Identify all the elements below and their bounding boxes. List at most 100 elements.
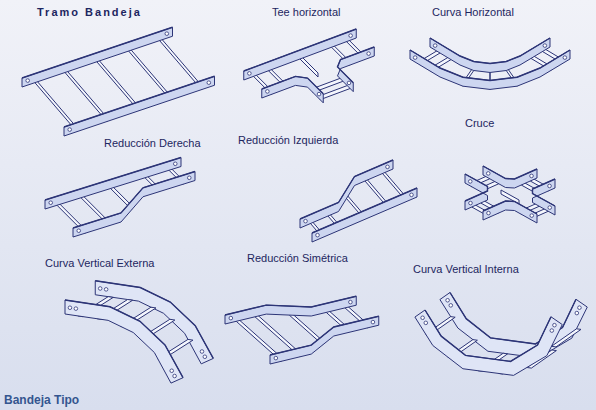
bolt-hole: [548, 184, 552, 188]
side-plate: [440, 293, 587, 358]
part-label: Tramo Bandeja: [37, 6, 142, 19]
bolt-hole: [367, 52, 371, 56]
cable-tray: [410, 38, 570, 89]
bolt-hole: [173, 162, 177, 166]
tray-rail: [465, 174, 488, 210]
bolt-hole: [68, 128, 72, 132]
rail-edge: [430, 38, 550, 63]
rail-edge: [483, 201, 537, 214]
bolt-hole: [26, 79, 30, 83]
bolt-hole: [68, 306, 72, 310]
bolt-hole: [349, 34, 353, 38]
bolt-hole: [424, 321, 428, 325]
bolt-hole: [469, 201, 473, 205]
bolt-hole: [468, 180, 472, 184]
bolt-hole: [347, 81, 351, 85]
tray-rail: [483, 201, 537, 223]
tray-rail: [410, 50, 570, 89]
bolt-hole: [548, 206, 552, 210]
bolt-hole: [187, 176, 191, 180]
rail-edge: [465, 174, 488, 201]
tray-rung: [320, 85, 350, 100]
bolt-hole: [530, 174, 534, 178]
cable-tray: [300, 160, 417, 242]
bolt-hole: [410, 193, 414, 197]
part-label: Tee horizontal: [272, 6, 341, 19]
plate-edge: [425, 310, 551, 361]
bolt-hole: [563, 56, 567, 60]
bolt-hole: [543, 44, 547, 48]
part-label: Curva Horizontal: [432, 6, 514, 19]
tray-rail: [430, 38, 550, 72]
rail-edge: [73, 172, 195, 229]
side-plate: [415, 310, 562, 375]
rail-edge: [338, 47, 375, 83]
part-label: Reducción Izquierda: [238, 134, 338, 147]
bolt-hole: [266, 90, 270, 94]
bolt-hole: [486, 172, 490, 176]
bolt-hole: [207, 81, 211, 85]
bolt-hole: [530, 214, 534, 218]
tray-rung: [160, 37, 202, 90]
bolt-hole: [77, 229, 81, 233]
bolt-hole: [421, 316, 425, 320]
rail-edge: [533, 179, 556, 206]
bolt-hole: [578, 306, 582, 310]
cable-tray: [65, 281, 213, 383]
bolt-hole: [74, 307, 78, 311]
rail-edge: [410, 50, 570, 80]
tray-rail: [225, 296, 356, 324]
cable-tray: [244, 29, 375, 103]
bolt-hole: [165, 32, 169, 36]
cable-tray: [415, 293, 587, 376]
bolt-hole: [248, 72, 252, 76]
rail-edge: [483, 166, 537, 179]
tray-rung: [129, 47, 171, 100]
bolt-hole: [550, 329, 554, 333]
tray-rail: [22, 27, 173, 87]
bolt-hole: [349, 300, 353, 304]
rail-edge: [225, 296, 356, 315]
rail-edge: [270, 316, 379, 355]
bolt-hole: [229, 316, 233, 320]
tray-rail: [64, 76, 215, 136]
tray-rail: [270, 316, 379, 364]
rail-edge: [22, 27, 173, 78]
tray-rung: [97, 58, 139, 111]
bolt-hole: [386, 165, 390, 169]
tray-rail: [338, 47, 375, 92]
bolt-hole: [170, 369, 174, 373]
rail-edge: [45, 158, 181, 201]
cable-tray: [45, 158, 195, 238]
part-label: Cruce: [465, 117, 494, 130]
bolt-hole: [274, 356, 278, 360]
bolt-hole: [104, 288, 108, 292]
tray-rung: [35, 79, 77, 132]
bolt-hole: [575, 311, 579, 315]
tray-rung: [65, 69, 107, 122]
bolt-hole: [487, 211, 491, 215]
cable-tray: [465, 166, 555, 223]
cable-tray: [22, 27, 215, 136]
part-label: Curva Vertical Interna: [413, 263, 519, 276]
part-label: Reducción Derecha: [104, 137, 201, 150]
bolt-hole: [49, 201, 53, 205]
bolt-hole: [200, 350, 204, 354]
bolt-hole: [371, 320, 375, 324]
bolt-hole: [316, 233, 320, 237]
side-plate: [65, 300, 183, 383]
bolt-hole: [98, 287, 102, 291]
cable-tray: [225, 296, 379, 364]
tray-rail: [73, 172, 195, 238]
rail-edge: [262, 76, 324, 93]
rail-edge: [64, 76, 215, 127]
bolt-hole: [433, 44, 437, 48]
bolt-hole: [203, 355, 207, 359]
bolt-hole: [449, 304, 453, 308]
bolt-hole: [553, 323, 557, 327]
bolt-hole: [317, 92, 321, 96]
part-label: Reducción Simétrica: [247, 252, 348, 265]
